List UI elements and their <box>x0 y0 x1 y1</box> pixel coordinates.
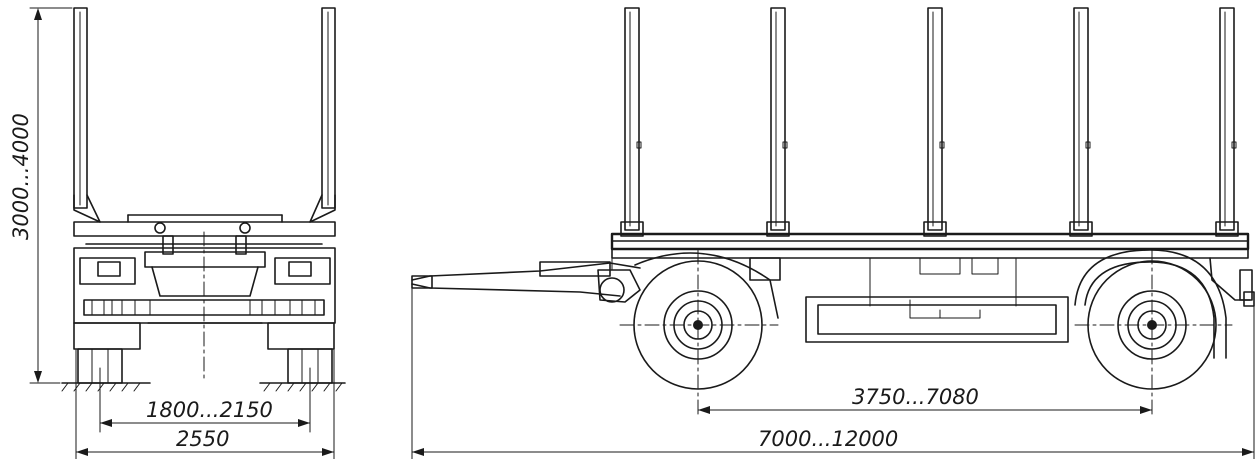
front-axle-wheel <box>619 249 781 416</box>
stanchion-3 <box>923 7 947 237</box>
rear-light <box>1239 269 1255 307</box>
front-view: 3000...4000 1800...2150 2550 <box>9 7 346 459</box>
width-dimension: 2550 <box>75 349 335 459</box>
ground-left <box>61 382 151 392</box>
right-stanchion <box>309 7 336 223</box>
track-dim-label: 1800...2150 <box>146 398 273 422</box>
side-toolbox <box>805 296 1069 343</box>
left-stanchion <box>73 7 101 223</box>
side-view: 3750...7080 7000...12000 <box>411 7 1255 459</box>
stanchion-4 <box>1069 7 1093 237</box>
stanchion-1 <box>620 7 644 237</box>
side-frame <box>610 232 1251 307</box>
front-wheels <box>77 348 333 384</box>
length-dim-label: 7000...12000 <box>758 427 898 451</box>
length-dimension: 7000...12000 <box>411 279 1255 459</box>
ground-right <box>259 382 346 392</box>
track-dimension: 1800...2150 <box>99 367 311 433</box>
stanchion-5 <box>1215 7 1239 237</box>
rear-axle-wheel <box>1074 249 1233 416</box>
height-dimension: 3000...4000 <box>9 7 73 384</box>
height-dim-label: 3000...4000 <box>9 113 33 240</box>
wheelbase-dim-label: 3750...7080 <box>852 385 979 409</box>
side-stanchions <box>620 7 1239 237</box>
wheelbase-dimension: 3750...7080 <box>697 385 1153 414</box>
stanchion-2 <box>766 7 790 237</box>
width-dim-label: 2550 <box>176 427 229 451</box>
side-drawbar <box>411 257 641 303</box>
